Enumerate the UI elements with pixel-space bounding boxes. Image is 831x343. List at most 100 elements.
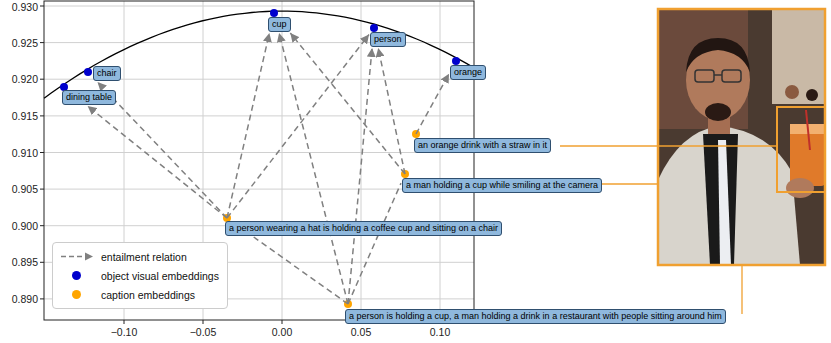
tick-mark [40, 79, 44, 80]
label-text: orange [454, 67, 482, 78]
entailment-arrow [254, 237, 348, 304]
tick-mark [40, 298, 44, 299]
tick-label: −0.05 [190, 326, 217, 338]
tie [718, 140, 731, 265]
embedding-label: cup [268, 17, 291, 32]
tick-mark [40, 42, 44, 43]
legend-row: entailment relation [59, 247, 219, 266]
grid-line [282, 1, 283, 320]
embedding-dot [270, 9, 278, 17]
axes-frame [44, 1, 474, 320]
legend-text: entailment relation [101, 251, 187, 263]
goatee [705, 103, 731, 121]
glasses [722, 70, 741, 82]
tick-mark [282, 320, 283, 324]
embedding-label: a man holding a cup while smiling at the… [402, 178, 602, 193]
label-text: an orange drink with a straw in it [418, 140, 547, 151]
label-text: a man holding a cup while smiling at the… [406, 180, 598, 191]
background-person [785, 85, 799, 99]
entailment-arrow [378, 48, 405, 174]
grid-line [44, 42, 474, 43]
grid-line [44, 115, 474, 116]
bounding-box [658, 9, 825, 265]
label-text: a person wearing a hat is holding a coff… [229, 223, 498, 234]
embedding-dot [452, 57, 460, 65]
tick-mark [203, 320, 204, 324]
entailment-arrow [227, 35, 369, 219]
tick-mark [40, 225, 44, 226]
straw [806, 110, 810, 150]
label-text: cup [272, 19, 287, 30]
entailment-arrow [98, 82, 228, 218]
tick-label: 0.920 [12, 73, 38, 85]
tick-mark [40, 6, 44, 7]
legend-text: caption embeddings [101, 289, 195, 301]
legend-sample [59, 247, 95, 266]
tick-label: 0.05 [351, 326, 371, 338]
legend-box: entailment relation object visual embeddi… [52, 242, 228, 309]
embedding-label: dining table [62, 90, 116, 105]
hyperboloid-curve [44, 11, 474, 98]
label-text: chair [97, 68, 117, 79]
hand [786, 178, 814, 198]
glasses [714, 74, 722, 76]
label-text: person [374, 34, 402, 45]
embedding-label: orange [450, 65, 486, 80]
tick-label: 0.910 [12, 147, 38, 159]
embedding-label: person [370, 32, 406, 47]
embedding-label: an orange drink with a straw in it [414, 138, 551, 153]
tick-mark [40, 115, 44, 116]
entailment-arrow [416, 74, 449, 134]
tick-label: 0.905 [12, 183, 38, 195]
leader-line [741, 265, 742, 314]
window [772, 9, 825, 104]
tick-label: 0.930 [12, 1, 38, 13]
tick-label: 0.890 [12, 293, 38, 305]
entailment-arrow [88, 106, 227, 218]
tick-label: 0.895 [12, 256, 38, 268]
legend-dash [61, 256, 87, 258]
label-text: dining table [66, 92, 112, 103]
tick-mark [40, 262, 44, 263]
embedding-dot [84, 68, 92, 76]
embedding-label: chair [93, 66, 121, 81]
legend-arrowhead [85, 253, 93, 261]
leader-line [600, 183, 658, 184]
tick-label: 0.10 [430, 326, 450, 338]
legend-sample [59, 266, 95, 285]
legend-swatch [72, 290, 81, 299]
embedding-dot [370, 24, 378, 32]
entailment-arrow [348, 183, 401, 304]
tick-mark [124, 320, 125, 324]
grid-line [44, 152, 474, 153]
legend-row: object visual embeddings [59, 266, 219, 285]
hair [686, 38, 750, 72]
tick-label: −0.10 [111, 326, 138, 338]
embedding-label: a person wearing a hat is holding a coff… [225, 221, 502, 236]
glasses [695, 70, 714, 82]
legend-swatch [72, 271, 81, 280]
legend-sample [59, 285, 95, 304]
shirt [703, 134, 738, 265]
entailment-arrow [279, 33, 348, 304]
tick-mark [40, 152, 44, 153]
tick-label: 0.915 [12, 110, 38, 122]
label-text: a person is holding a cup, a man holding… [349, 311, 722, 322]
photo-background [658, 9, 825, 265]
grid-line [44, 6, 474, 7]
tick-mark [40, 189, 44, 190]
embedding-label: a person is holding a cup, a man holding… [345, 309, 726, 324]
background-person [806, 89, 818, 101]
legend-text: object visual embeddings [101, 270, 219, 282]
legend-row: caption embeddings [59, 285, 219, 304]
tick-label: 0.925 [12, 37, 38, 49]
grid-lines [40, 1, 474, 324]
entailment-arrow [348, 48, 372, 304]
entailment-arrow [290, 33, 405, 174]
tick-label: 0.00 [272, 326, 292, 338]
bounding-box [777, 107, 825, 192]
tick-label: 0.900 [12, 220, 38, 232]
leader-line [560, 145, 777, 146]
legend-line-sample [59, 247, 95, 266]
